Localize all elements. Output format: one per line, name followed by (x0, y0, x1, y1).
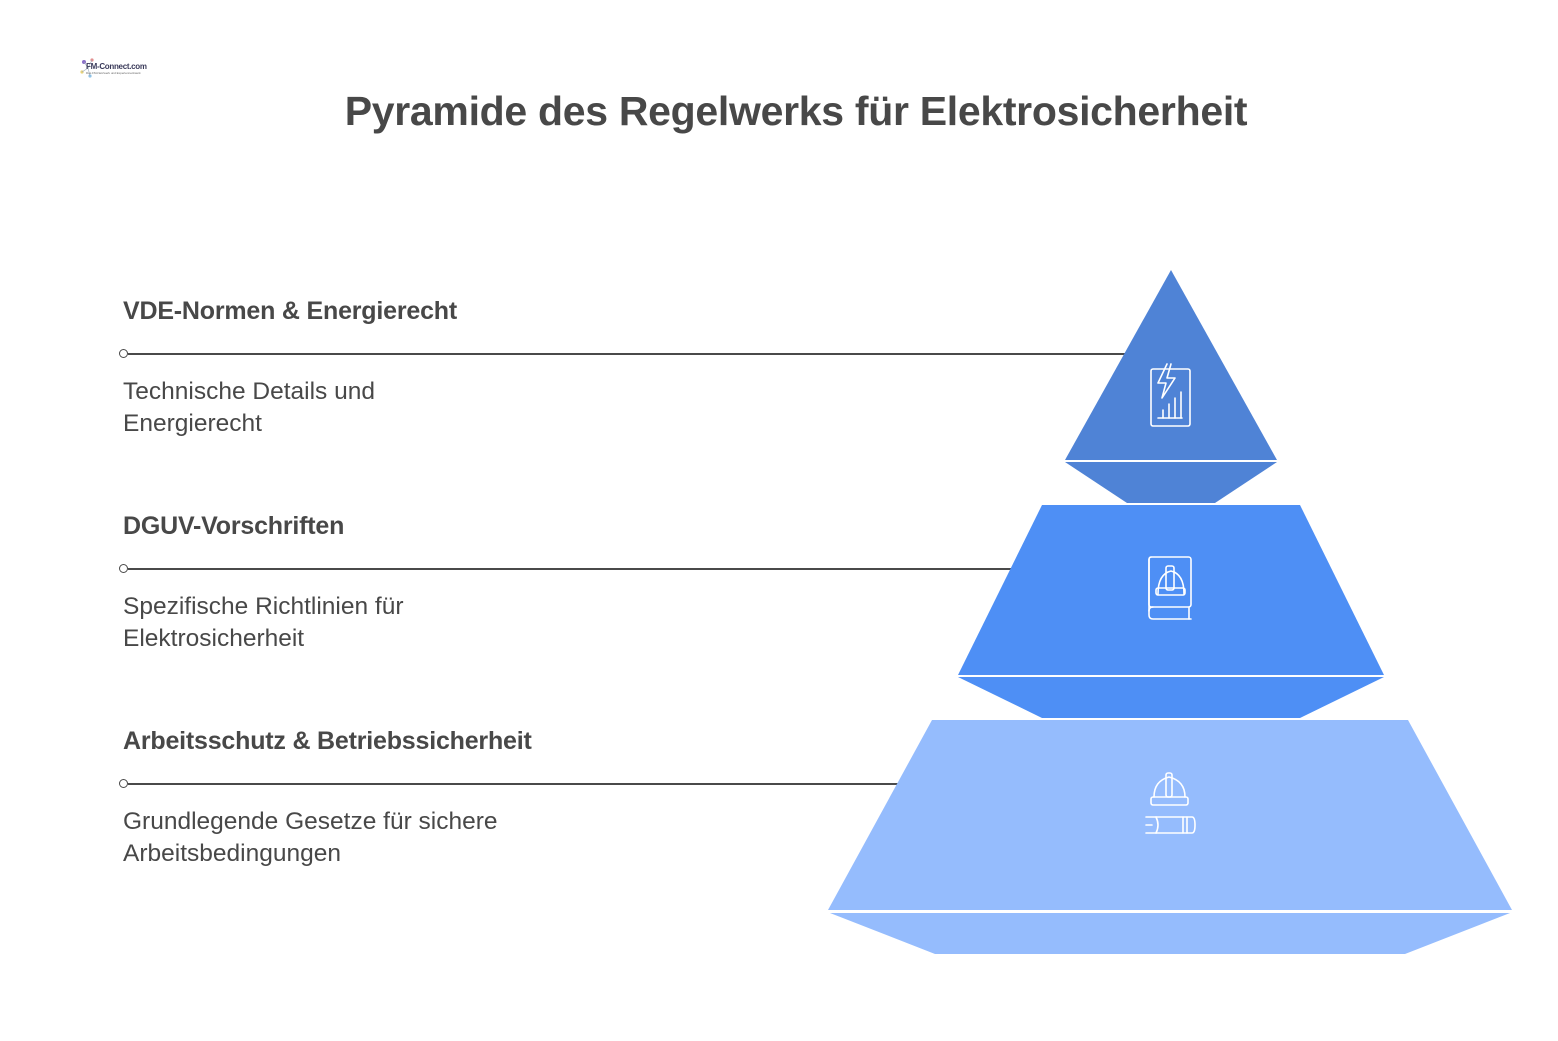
safety-helmet-book-icon (1148, 556, 1192, 620)
logo-network-icon (80, 58, 94, 78)
connector-line (128, 568, 1011, 570)
connector-dot (119, 564, 128, 573)
logo-text: FM-Connect.com (86, 62, 147, 71)
logo: FM-Connect.com Das FM-Netzwerk und Exper… (78, 56, 147, 82)
level-description: Technische Details und Energierecht (123, 378, 375, 437)
level-heading: VDE-Normen & Energierecht (123, 297, 457, 325)
connector-line (128, 353, 1129, 355)
logo-subtext: Das FM-Netzwerk und Expertennetzwerk (86, 71, 141, 75)
pyramid-tier-top (1065, 270, 1277, 503)
helmet-and-tool-icon (1145, 772, 1196, 834)
level-description: Grundlegende Gesetze für sichere Arbeits… (123, 808, 498, 867)
level-heading: Arbeitsschutz & Betriebssicherheit (123, 727, 532, 755)
pyramid-tier-middle (958, 505, 1384, 718)
pyramid-tier-bottom (828, 720, 1512, 954)
level-description: Spezifische Richtlinien für Elektrosiche… (123, 593, 404, 652)
connector-line (128, 783, 900, 785)
page-title: Pyramide des Regelwerks für Elektrosiche… (344, 88, 1248, 134)
connector-dot (119, 349, 128, 358)
connector-dot (119, 779, 128, 788)
level-heading: DGUV-Vorschriften (123, 512, 345, 540)
electric-document-chart-icon (1150, 363, 1191, 427)
